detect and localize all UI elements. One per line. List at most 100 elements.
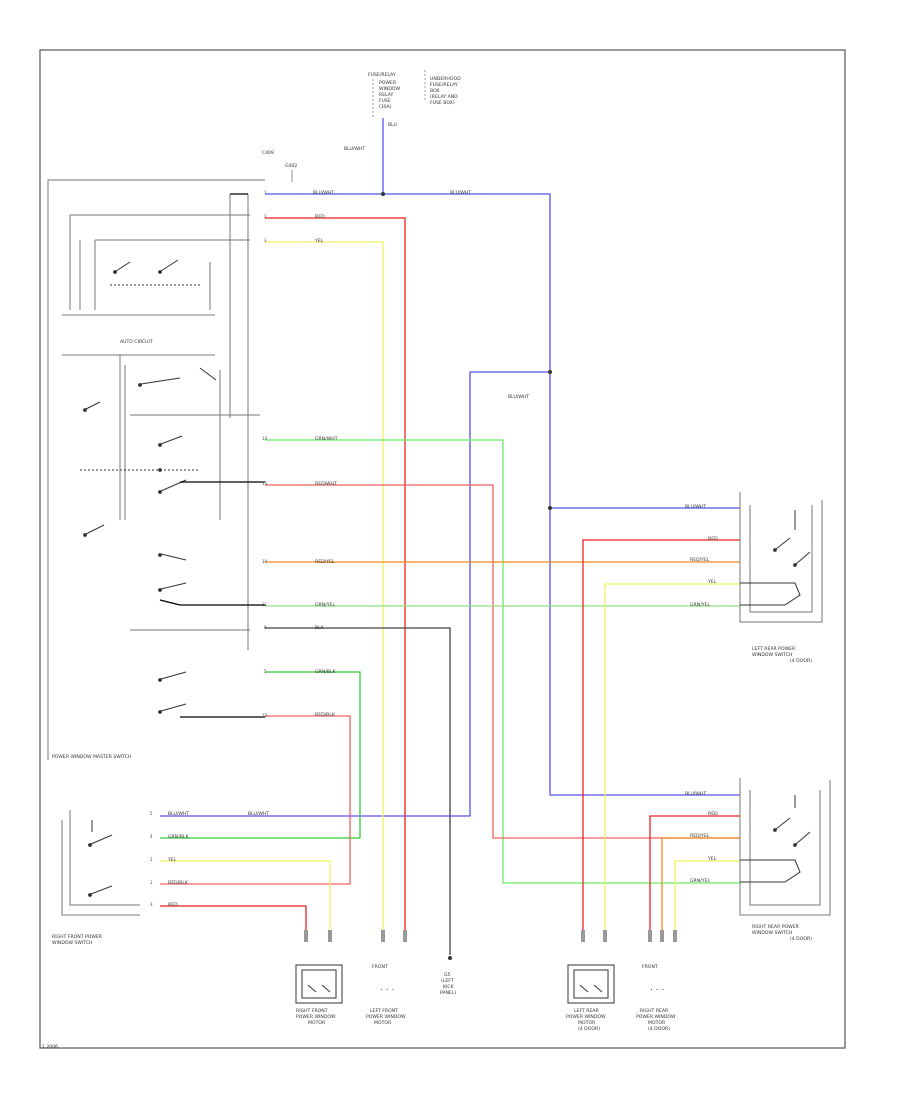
rr-label-yel: YEL <box>707 856 717 862</box>
wire-bluwht-bus <box>265 193 740 796</box>
wire-lr-yel <box>604 583 740 940</box>
lr-motor-label-2: POWER WINDOW <box>566 1014 606 1020</box>
svg-text:5: 5 <box>150 811 153 816</box>
wire-layer <box>160 118 740 955</box>
wire-label-red-top: RED <box>315 214 325 220</box>
rr-switch-label-1: RIGHT REAR POWER <box>752 924 800 930</box>
wire-redwht <box>265 484 740 839</box>
rr-label-redyel: RED/YEL <box>690 833 710 839</box>
connector-terminal-1 <box>304 930 308 942</box>
feed-wire-label: BLU/WHT <box>344 146 365 152</box>
rr-motor-label-1: RIGHT REAR <box>640 1008 669 1014</box>
connector-terminal-7 <box>648 930 652 942</box>
rr-label-bluwht: BLU/WHT <box>685 791 706 797</box>
fuse-desc-5: FUSE BOX) <box>430 100 455 106</box>
fuse-line-2: WINDOW <box>379 86 400 92</box>
fuse-block-title: FUSE/RELAY <box>368 72 396 78</box>
rf-motor-label-2: POWER WINDOW <box>296 1014 336 1020</box>
wire-label-grnblk: GRN/BLK <box>315 669 336 675</box>
connector-terminal-9 <box>673 930 677 942</box>
wire-label-yel-top: YEL <box>314 238 324 244</box>
fuse-output-wire-label: BLU <box>388 122 397 128</box>
lr-switch-label-3: (4 DOOR) <box>790 658 812 664</box>
wire-yel-lf <box>265 241 384 940</box>
rr-switch-label-3: (4 DOOR) <box>790 936 812 942</box>
lr-label-grnyel: GRN/YEL <box>690 602 710 608</box>
rf-label-bluwht-2: BLU/WHT <box>248 811 269 817</box>
lf-motor: FRONT . . . LEFT FRONT POWER WINDOW MOTO… <box>366 964 406 1026</box>
svg-text:12: 12 <box>262 713 268 718</box>
lf-motor-label-3: MOTOR <box>374 1020 392 1026</box>
auto-circuit-label: AUTO CIRCUIT <box>120 339 153 345</box>
wire-label-redyel: RED/YEL <box>315 559 335 565</box>
rf-motor-label-3: MOTOR <box>308 1020 326 1026</box>
lr-motor-label-4: (4 DOOR) <box>578 1026 600 1032</box>
lr-label-redyel: RED/YEL <box>690 557 710 563</box>
rr-label-grnyel: GRN/YEL <box>690 878 710 884</box>
splice-dot-3 <box>548 506 552 510</box>
wire-label-bluwht-right: BLU/WHT <box>450 190 471 196</box>
splice-dot-1 <box>381 192 385 196</box>
lr-motor-label-1: LEFT REAR <box>574 1008 600 1014</box>
lf-motor-label-1: LEFT FRONT <box>370 1008 398 1014</box>
rf-switch: 5 4 2 1 3 RIGHT FRONT POWER WINDOW SWITC… <box>52 810 153 946</box>
master-switch-label: POWER WINDOW MASTER SWITCH <box>52 754 131 760</box>
rf-label-redblk: RED/BLK <box>168 880 189 886</box>
wire-redblk <box>160 715 351 885</box>
ground-label-2: (LEFT <box>441 978 454 984</box>
svg-text:8: 8 <box>264 625 267 630</box>
wire-grnblk <box>160 671 361 839</box>
svg-text:1: 1 <box>264 190 267 195</box>
connector-terminal-8 <box>660 930 664 942</box>
fuse-line-5: (30A) <box>379 104 392 110</box>
fuse-line-4: FUSE <box>379 98 391 104</box>
wire-lr-red <box>582 539 740 940</box>
master-switch-contacts <box>80 259 217 714</box>
rr-switch-label-2: WINDOW SWITCH <box>752 930 793 936</box>
ground-label-4: PANEL) <box>440 990 457 996</box>
lr-label-red: RED <box>708 536 718 542</box>
svg-text:10: 10 <box>262 559 268 564</box>
connector-terminal-2 <box>328 930 332 942</box>
master-switch-frame <box>47 179 265 760</box>
connector-terminal-5 <box>581 930 585 942</box>
svg-text:. . .: . . . <box>650 983 664 993</box>
wire-label-bluwht-mid: BLU/WHT <box>508 394 529 400</box>
ground-g5: G5 (LEFT KICK PANEL) <box>440 956 457 996</box>
fuse-line-1: POWER <box>379 80 397 86</box>
svg-text:3: 3 <box>150 902 153 907</box>
ground-label-1: G5 <box>444 972 451 978</box>
lr-motor-label-3: MOTOR <box>578 1020 596 1026</box>
lf-connector-label: FRONT <box>372 964 388 970</box>
wire-label-bluwht-top: BLU/WHT <box>313 190 334 196</box>
wire-label-grnwht: GRN/WHT <box>315 436 338 442</box>
svg-text:2: 2 <box>150 857 153 862</box>
rf-label-grnblk: GRN/BLK <box>168 834 189 840</box>
rr-connector-label: FRONT <box>642 964 658 970</box>
lr-switch-label-1: LEFT REAR POWER <box>752 646 796 652</box>
rf-label-red: RED <box>168 902 178 908</box>
page-reference: 1 2006 <box>42 1044 58 1050</box>
rf-switch-label-2: WINDOW SWITCH <box>52 940 93 946</box>
connector-terminal-4 <box>403 930 407 942</box>
wire-grnwht <box>265 439 740 884</box>
wire-rr-redyel <box>661 837 740 940</box>
lr-label-yel: YEL <box>707 579 717 585</box>
lr-label-bluwht: BLU/WHT <box>685 504 706 510</box>
fuse-block: FUSE/RELAY POWER WINDOW RELAY FUSE (30A)… <box>344 70 461 152</box>
lr-switch-label-2: WINDOW SWITCH <box>752 652 793 658</box>
diagram-border <box>39 49 846 1049</box>
wire-rr-red <box>649 815 740 940</box>
rr-motor: FRONT . . . RIGHT REAR POWER WINDOW MOTO… <box>636 964 676 1032</box>
wire-bluwht-rf <box>160 371 550 817</box>
wire-red-lf <box>265 217 406 940</box>
svg-text:13: 13 <box>262 481 268 486</box>
svg-text:4: 4 <box>150 834 153 839</box>
lr-switch: LEFT REAR POWER WINDOW SWITCH (4 DOOR) <box>739 492 823 664</box>
fuse-desc-2: FUSE/RELAY <box>430 82 458 88</box>
rr-motor-label-2: POWER WINDOW <box>636 1014 676 1020</box>
rf-switch-label-1: RIGHT FRONT POWER <box>52 934 103 940</box>
svg-text:14: 14 <box>262 436 268 441</box>
master-pin-numbers: 1 2 3 14 13 10 11 8 5 12 <box>262 190 268 718</box>
